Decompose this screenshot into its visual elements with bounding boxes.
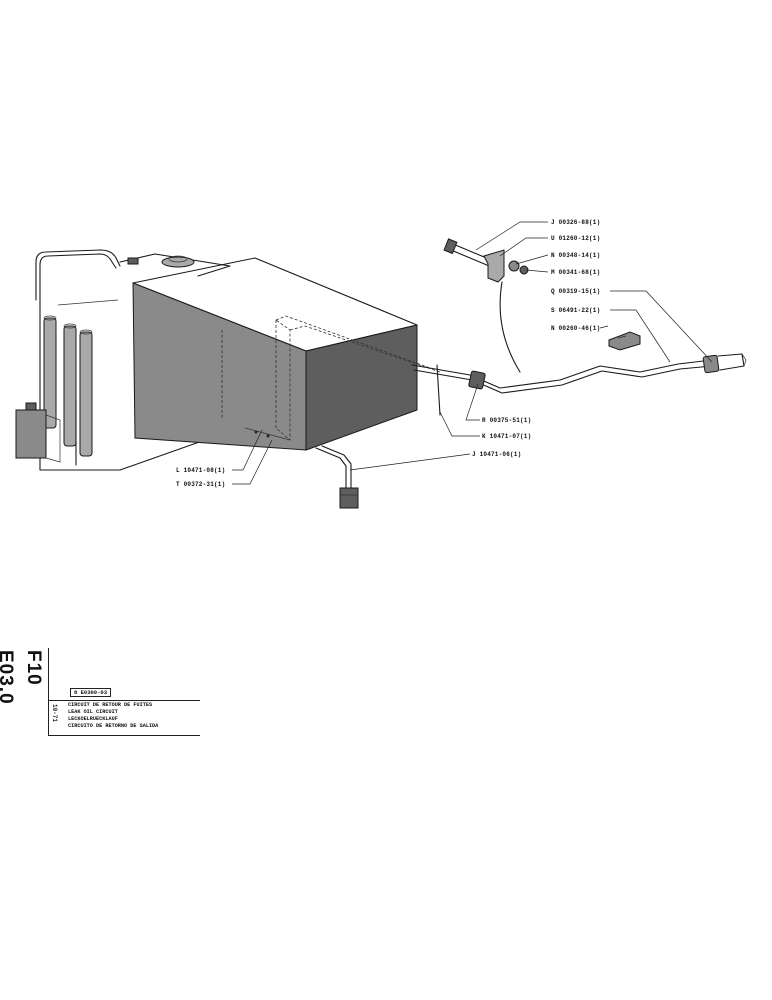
cylinder-2 (63, 325, 77, 447)
bracket (483, 249, 505, 283)
title-french: CIRCUIT DE RETOUR DE FUITES (68, 702, 153, 708)
title-block: F10 E03.0 10-71 8 E0300-03 CIRCUIT DE RE… (0, 648, 200, 736)
pipe-end-nozzle (702, 354, 720, 374)
label-l-10471: L 10471-08(1) (176, 467, 225, 474)
oil-tank (119, 253, 441, 451)
title-block-rule-bottom (48, 735, 200, 736)
bolt-head (443, 238, 458, 255)
label-s-06491: S 06491-22(1) (551, 307, 600, 314)
label-r-00375: R 00375-51(1) (482, 417, 531, 424)
title-german: LECKOELRUECKLAUF (68, 716, 118, 722)
label-m-00341: M 00341-68(1) (551, 269, 600, 276)
leader-lines (232, 221, 713, 485)
cylinder-3 (79, 331, 93, 457)
saddle-clamp (608, 331, 641, 351)
drawing-code: F10 E03.0 (0, 650, 44, 705)
part-labels: J 00326-88(1) U 01260-12(1) N 00348-14(1… (176, 219, 600, 488)
title-spanish: CIRCUITO DE RETORNO DE SALIDA (68, 723, 159, 729)
filter-block (15, 409, 47, 459)
label-j-00326: J 00326-88(1) (551, 219, 600, 226)
drain-pipe (315, 445, 359, 509)
label-n-00348: N 00348-14(1) (551, 252, 600, 259)
cylinder-1 (43, 317, 57, 429)
title-lines: CIRCUIT DE RETOUR DE FUITES LEAK OIL CIR… (68, 702, 158, 730)
return-pipe (411, 353, 747, 416)
label-t-00372: T 00372-31(1) (176, 481, 225, 488)
label-j-10471: J 10471-06(1) (472, 451, 521, 458)
union-fitting (468, 370, 486, 390)
drawing-reference: 8 E0300-03 (70, 688, 112, 697)
title-block-rule-top (48, 700, 200, 701)
tank-front-face (132, 282, 307, 451)
pump-unit (15, 249, 206, 471)
tank-side-face (305, 324, 418, 451)
drawing-date: 10-71 (51, 704, 58, 723)
clamp-assembly (443, 238, 641, 373)
drain-fitting (339, 487, 359, 509)
label-n-00260: N 00260-46(1) (551, 325, 600, 332)
label-u-01260: U 01260-12(1) (551, 235, 600, 242)
washer (508, 260, 520, 272)
title-english: LEAK OIL CIRCUIT (68, 709, 118, 715)
label-k-10471: K 10471-07(1) (482, 433, 531, 440)
label-q-00319: Q 00319-15(1) (551, 288, 600, 295)
title-block-code-column: F10 E03.0 (0, 648, 49, 736)
